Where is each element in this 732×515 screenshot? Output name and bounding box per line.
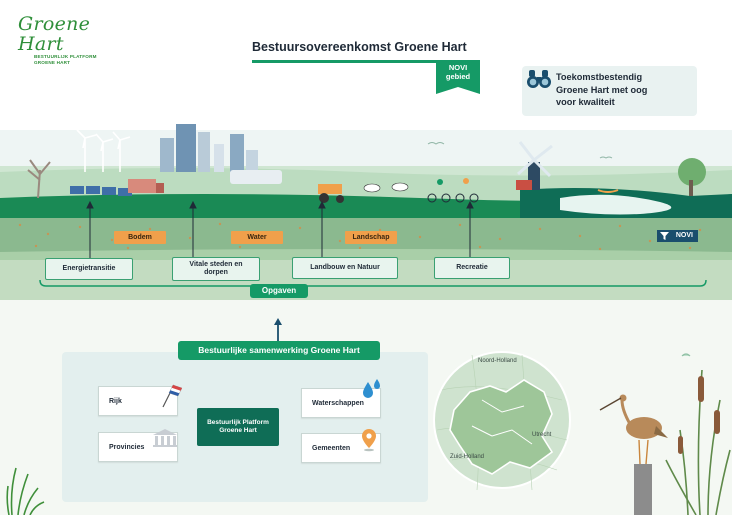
filter-icon (660, 232, 669, 240)
up-arrow-icon (274, 318, 282, 342)
map-label-zuid-holland: Zuid-Holland (450, 454, 484, 460)
vision-statement: Toekomstbestendig Groene Hart met oog vo… (556, 71, 696, 109)
platform-line2: Groene Hart (219, 427, 257, 434)
opgave-recreatie-label: Recreatie (456, 263, 488, 271)
opgave-vitale-steden: Vitale steden en dorpen (172, 257, 260, 281)
bestuurlijk-platform-box: Bestuurlijk Platform Groene Hart (197, 408, 279, 446)
partner-gemeenten-label: Gemeenten (312, 444, 351, 452)
opgave-landbouw-natuur-label: Landbouw en Natuur (310, 263, 380, 271)
partner-rijk-label: Rijk (109, 397, 122, 405)
platform-line1: Bestuurlijk Platform (207, 418, 269, 426)
groene-hart-map: Noord-Holland Utrecht Zuid-Holland (433, 351, 571, 491)
binoculars-icon (527, 70, 551, 88)
map-label-utrecht: Utrecht (532, 432, 552, 438)
page-title: Bestuursovereenkomst Groene Hart (252, 40, 467, 54)
novi-flag-label: NOVI gebied (436, 63, 480, 81)
logo-subtitle-1: BESTUURLIJK PLATFORM (34, 54, 97, 59)
opgave-landbouw-natuur: Landbouw en Natuur (292, 257, 398, 279)
novi-flag-icon (436, 60, 480, 94)
novi-flag-line1: NOVI (448, 63, 468, 72)
grass-illustration (6, 467, 45, 515)
opgave-vitale-steden-line1: Vitale steden en (189, 260, 243, 268)
vision-line2: Groene Hart met oog (556, 84, 648, 95)
opgave-recreatie: Recreatie (434, 257, 510, 279)
partner-provincies-label: Provincies (109, 443, 145, 451)
groene-hart-logo: Groene Hart BESTUURLIJK PLATFORM GROENE … (18, 14, 138, 65)
logo-subtitle-2: GROENE HART (34, 59, 71, 65)
theme-water: Water (231, 231, 283, 244)
opgave-vitale-steden-line2: dorpen (204, 269, 228, 276)
water-drops-icon (363, 379, 380, 398)
partner-gemeenten: Gemeenten (301, 433, 381, 463)
theme-bodem: Bodem (114, 231, 166, 244)
vision-line1: Toekomstbestendig (556, 72, 643, 82)
opgaven-label: Opgaven (250, 284, 308, 298)
dutch-flag-icon (162, 384, 182, 408)
partner-rijk: Rijk (98, 386, 178, 416)
governance-title: Bestuurlijke samenwerking Groene Hart (178, 341, 380, 360)
location-pin-icon (362, 429, 376, 452)
government-building-icon (153, 429, 177, 447)
vision-box (522, 66, 697, 116)
map-label-noord-holland: Noord-Holland (478, 358, 517, 364)
heron-reeds-illustration (599, 353, 731, 515)
novi-flag-line2: gebied (445, 72, 471, 81)
logo-wordmark: Groene Hart (18, 13, 91, 55)
partner-waterschappen-label: Waterschappen (312, 399, 364, 407)
title-underline (252, 60, 476, 63)
vision-line3: voor kwaliteit (556, 97, 615, 107)
opgave-energietransitie-label: Energietransitie (62, 264, 116, 272)
opgave-energietransitie: Energietransitie (45, 258, 133, 280)
theme-landschap: Landschap (345, 231, 397, 244)
